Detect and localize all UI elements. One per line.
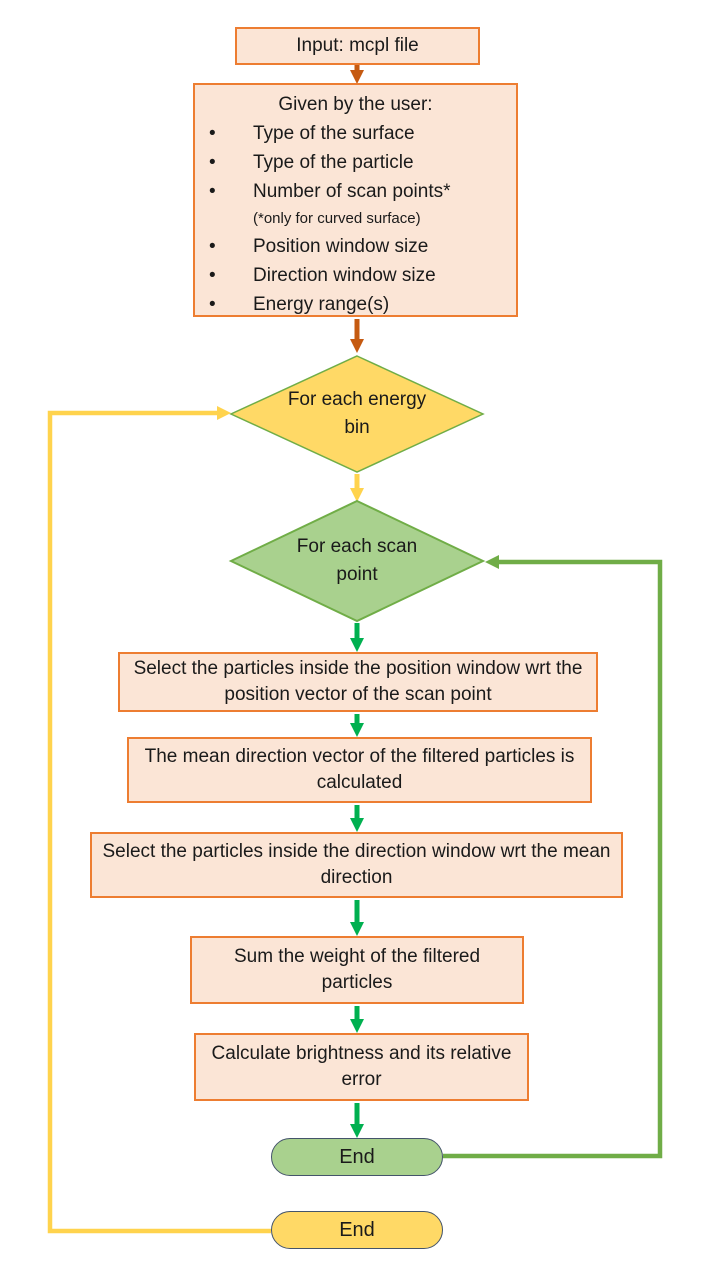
user-input-item: • Number of scan points* xyxy=(195,177,516,206)
bullet-icon: • xyxy=(209,236,216,257)
user-input-item-label: Type of the particle xyxy=(253,152,414,173)
scan-loop-diamond xyxy=(228,499,486,623)
user-input-item-label: Direction window size xyxy=(253,265,436,286)
bullet-icon: • xyxy=(209,152,216,173)
user-input-item: • Type of the surface xyxy=(195,119,516,148)
loop-line-scan xyxy=(443,555,663,1159)
end-label: End xyxy=(339,1145,375,1168)
node-step-select-position: Select the particles inside the position… xyxy=(118,652,598,712)
node-step-calc-brightness: Calculate brightness and its relative er… xyxy=(194,1033,529,1101)
user-inputs-note: (*only for curved surface) xyxy=(253,210,421,227)
step-label: Select the particles inside the position… xyxy=(133,658,583,705)
step-label: Select the particles inside the directio… xyxy=(102,841,611,888)
step-label: Calculate brightness and its relative er… xyxy=(211,1043,512,1090)
end-label: End xyxy=(339,1218,375,1241)
node-user-inputs: Given by the user: •Type of the surface … xyxy=(193,83,518,317)
step-label: The mean direction vector of the filtere… xyxy=(144,746,575,793)
node-end-scan-loop: End xyxy=(271,1138,443,1176)
step-label: Sum the weight of the filtered particles xyxy=(233,946,481,993)
node-end-energy-loop: End xyxy=(271,1211,443,1249)
user-input-item-label: Type of the surface xyxy=(253,123,415,144)
bullet-icon: • xyxy=(209,294,216,315)
user-input-item: • Type of the particle xyxy=(195,148,516,177)
user-input-item: • Energy range(s) xyxy=(195,290,516,319)
energy-loop-diamond xyxy=(229,355,485,473)
user-input-item-label: Number of scan points* xyxy=(253,181,451,202)
loop-line-energy xyxy=(47,406,271,1234)
user-input-item-label: Energy range(s) xyxy=(253,294,390,315)
scan-loop-label: For each scan point xyxy=(296,536,418,585)
user-input-item: • Direction window size xyxy=(195,261,516,290)
bullet-icon: • xyxy=(209,265,216,286)
node-step-select-direction: Select the particles inside the directio… xyxy=(90,832,623,898)
node-step-mean-direction: The mean direction vector of the filtere… xyxy=(127,737,592,803)
user-input-item: • Position window size xyxy=(195,232,516,261)
bullet-icon: • xyxy=(209,181,216,202)
user-input-item-label: Position window size xyxy=(253,236,429,257)
node-input: Input: mcpl file xyxy=(235,27,480,65)
node-input-label: Input: mcpl file xyxy=(296,35,419,56)
bullet-icon: • xyxy=(209,123,216,144)
energy-loop-label: For each energy bin xyxy=(287,389,427,438)
node-step-sum-weight: Sum the weight of the filtered particles xyxy=(190,936,524,1004)
user-inputs-title: Given by the user: xyxy=(278,94,433,115)
